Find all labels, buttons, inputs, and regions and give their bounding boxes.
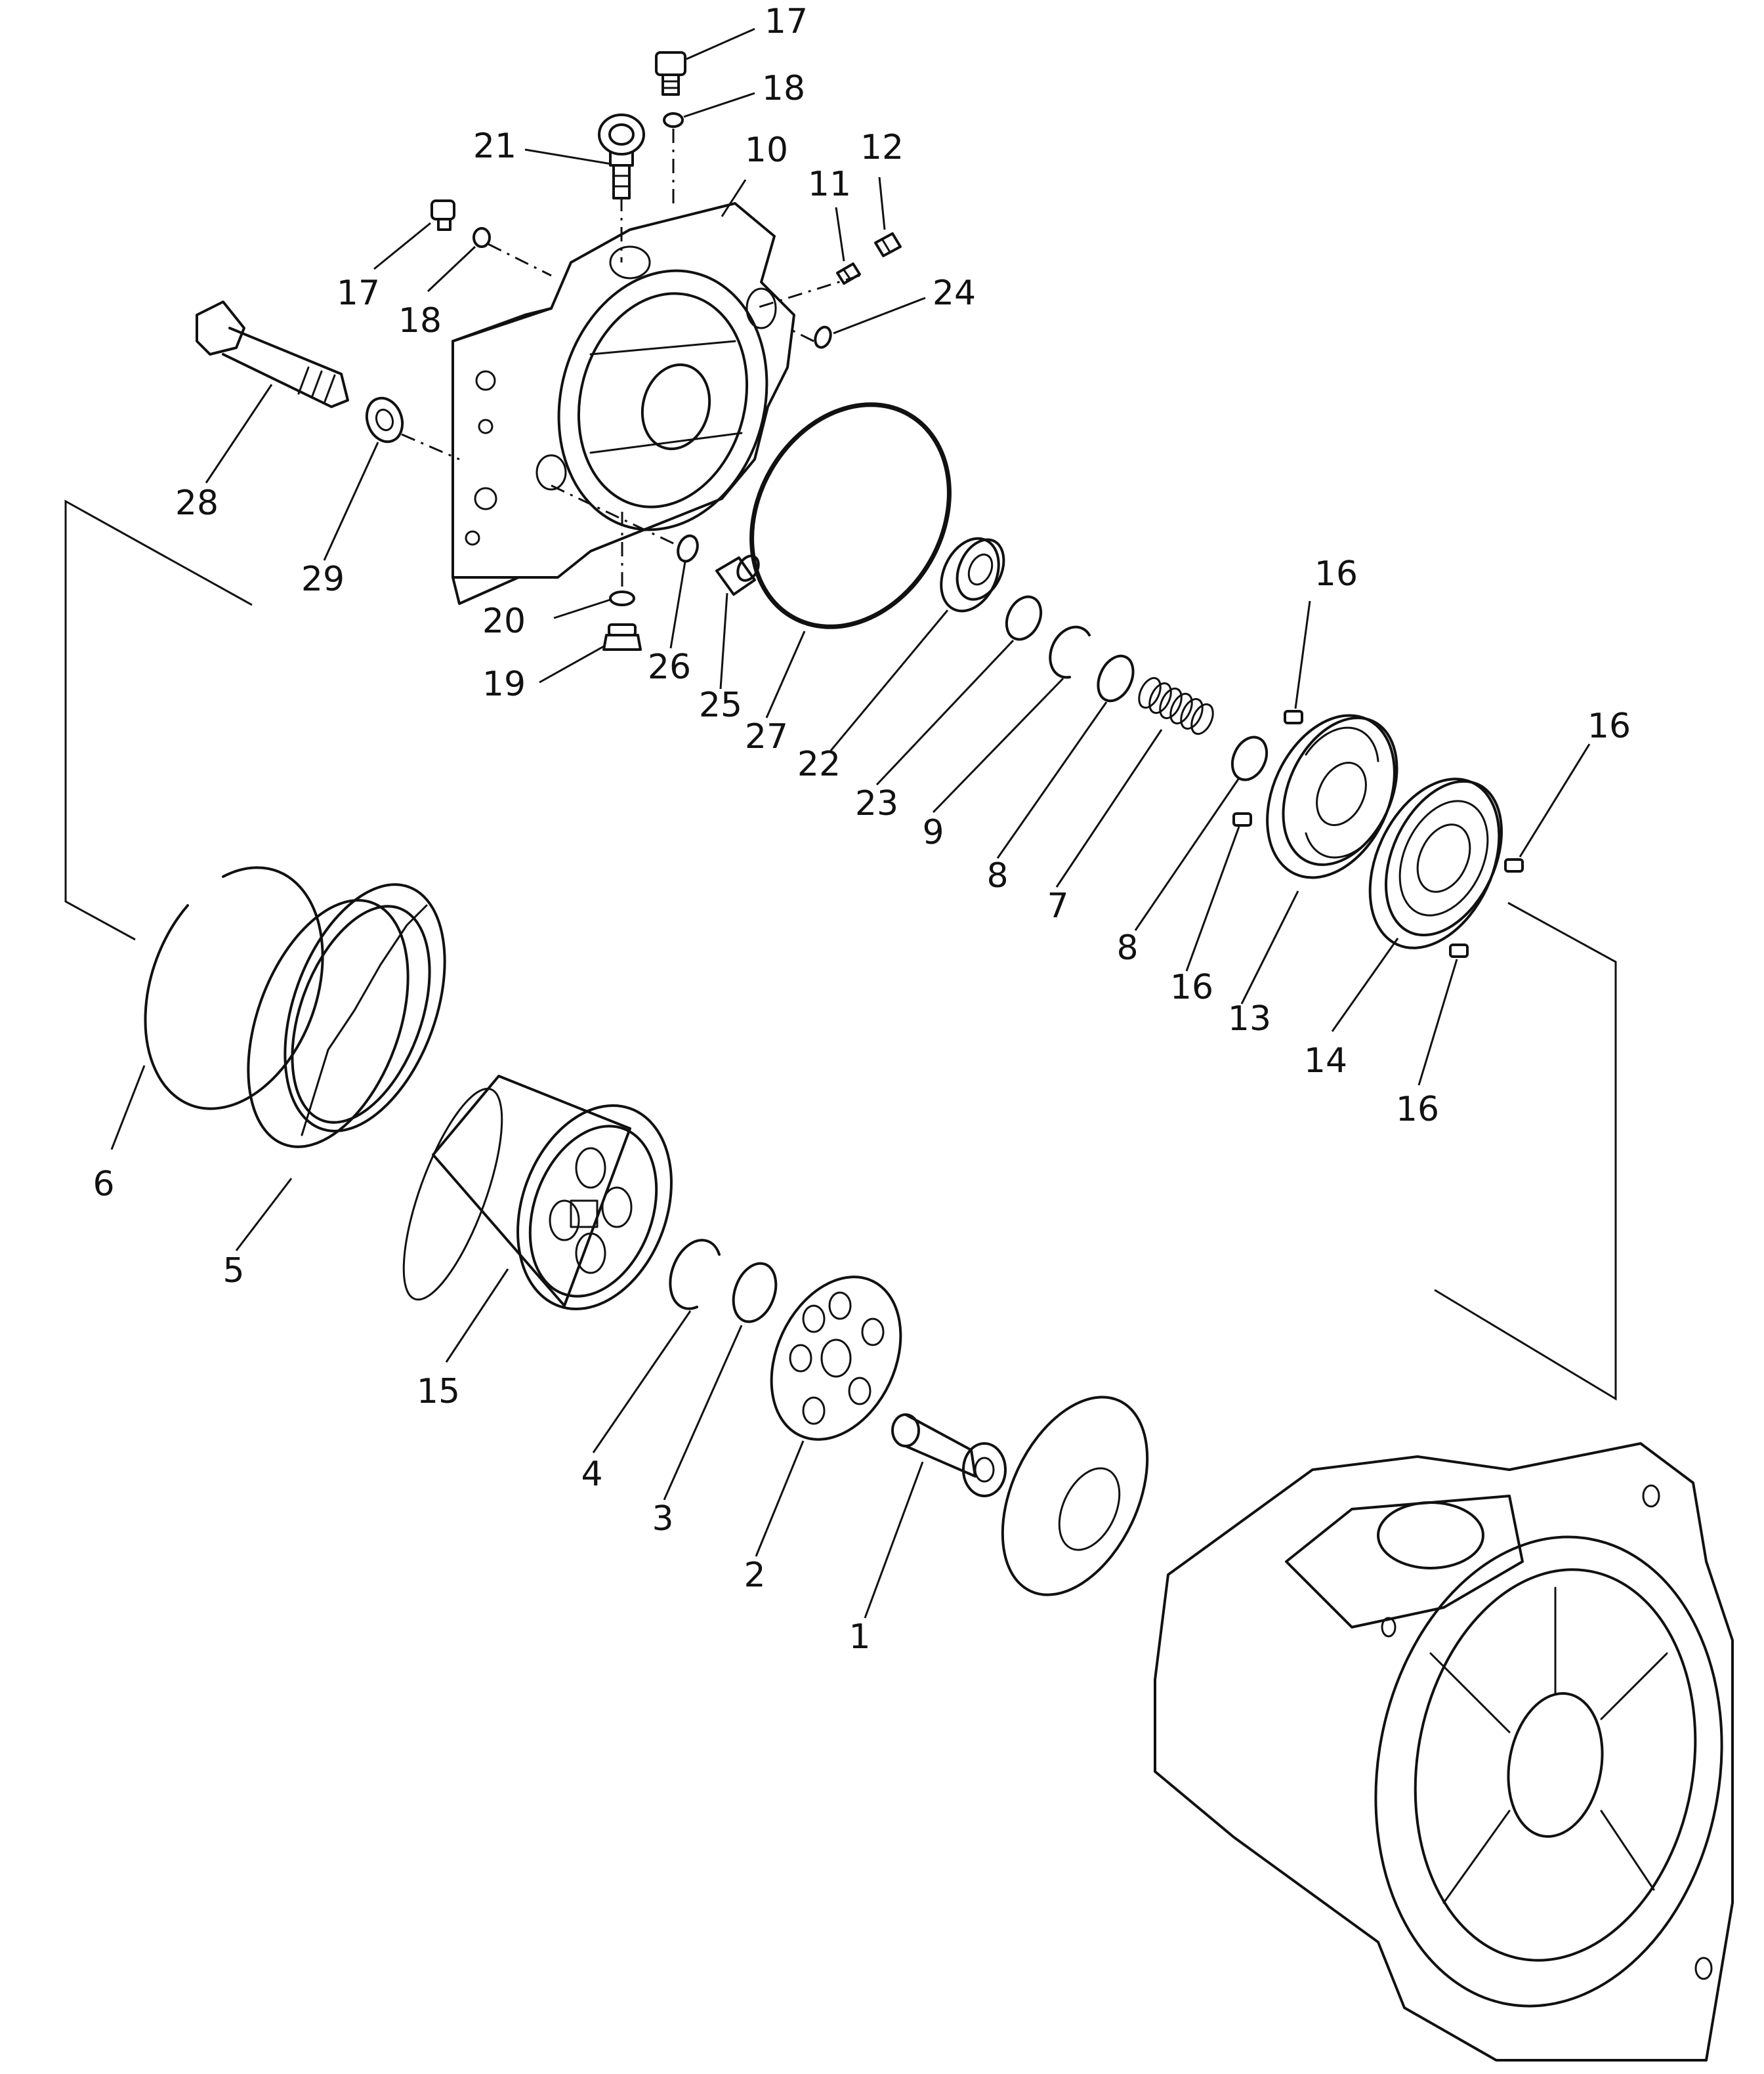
callout-20: 20 bbox=[482, 602, 526, 641]
callout-22: 22 bbox=[797, 745, 841, 784]
callout-15: 15 bbox=[417, 1372, 460, 1411]
callout-16: 16 bbox=[1170, 968, 1213, 1007]
callout-19: 19 bbox=[482, 665, 526, 704]
part-13-valve-plate bbox=[1266, 714, 1398, 879]
part-9-snap-ring bbox=[1049, 625, 1091, 679]
callout-16: 16 bbox=[1587, 707, 1631, 746]
callout-labels: 17 18 21 10 11 12 17 18 24 28 29 20 19 2… bbox=[93, 2, 1631, 1657]
callout-17: 17 bbox=[765, 2, 808, 41]
part-26-oring bbox=[677, 534, 699, 563]
swash-washer bbox=[1001, 1396, 1149, 1596]
callout-12: 12 bbox=[860, 128, 904, 167]
part-18-oring-top bbox=[663, 112, 684, 128]
callout-2: 2 bbox=[744, 1556, 765, 1595]
part-10-housing bbox=[452, 202, 795, 605]
callout-23: 23 bbox=[855, 784, 898, 823]
callout-13: 13 bbox=[1228, 999, 1271, 1039]
center-lines bbox=[401, 129, 860, 591]
callout-28: 28 bbox=[175, 484, 219, 523]
part-16-pin-1 bbox=[1284, 710, 1303, 724]
callout-26: 26 bbox=[648, 648, 691, 687]
part-16-pin-2 bbox=[1232, 812, 1252, 827]
part-14-plate bbox=[1368, 778, 1503, 949]
assembly-bracket-right bbox=[1434, 902, 1617, 1401]
callout-24: 24 bbox=[933, 274, 976, 313]
leader-lines bbox=[110, 28, 1591, 1619]
callout-14: 14 bbox=[1304, 1041, 1347, 1081]
callout-29: 29 bbox=[301, 560, 345, 599]
part-2-retainer-plate bbox=[770, 1276, 902, 1441]
part-6-snap-ring bbox=[144, 866, 324, 1110]
callout-18: 18 bbox=[762, 69, 805, 108]
part-27-large-oring bbox=[749, 402, 952, 629]
part-28-bolt bbox=[196, 301, 349, 408]
part-1-guide-shaft bbox=[891, 1413, 1007, 1497]
part-17-plug-top bbox=[655, 51, 686, 96]
part-11-plug bbox=[836, 262, 861, 285]
part-17-plug-left bbox=[430, 199, 455, 231]
part-5-roller-bearing bbox=[247, 883, 446, 1148]
part-29-washer bbox=[365, 396, 404, 444]
callout-7: 7 bbox=[1047, 886, 1068, 926]
callout-1: 1 bbox=[849, 1617, 870, 1657]
callout-17: 17 bbox=[337, 274, 380, 313]
callout-3: 3 bbox=[652, 1499, 673, 1539]
part-24-oring bbox=[814, 325, 832, 349]
callout-16: 16 bbox=[1314, 554, 1358, 594]
part-drawings bbox=[64, 51, 1734, 2062]
callout-18: 18 bbox=[398, 301, 442, 341]
callout-8: 8 bbox=[986, 856, 1008, 896]
part-8-ring-upper bbox=[1097, 654, 1135, 703]
part-22-bearing bbox=[940, 537, 1005, 613]
part-20-oring bbox=[609, 591, 635, 606]
part-12-plug bbox=[874, 232, 902, 257]
callout-6: 6 bbox=[93, 1165, 114, 1204]
callout-8: 8 bbox=[1116, 928, 1138, 968]
part-15-cylinder-block bbox=[402, 1075, 673, 1310]
part-21-eye-bolt bbox=[598, 114, 645, 199]
callout-5: 5 bbox=[222, 1251, 244, 1291]
part-19-plug bbox=[602, 623, 642, 651]
callout-11: 11 bbox=[808, 165, 851, 204]
callout-10: 10 bbox=[745, 131, 788, 170]
part-3-ring bbox=[732, 1262, 778, 1323]
callout-4: 4 bbox=[581, 1455, 602, 1494]
part-23-ring bbox=[1005, 595, 1043, 641]
part-7-spring bbox=[1138, 676, 1214, 736]
callout-9: 9 bbox=[922, 813, 944, 852]
part-16-pin-4 bbox=[1449, 944, 1469, 958]
callout-25: 25 bbox=[699, 686, 742, 725]
part-8-ring-lower bbox=[1230, 736, 1269, 781]
pump-case bbox=[1154, 1442, 1734, 2062]
part-18-oring-left bbox=[472, 227, 491, 248]
callout-16: 16 bbox=[1396, 1090, 1439, 1129]
callout-21: 21 bbox=[473, 127, 516, 166]
callout-27: 27 bbox=[745, 717, 788, 757]
part-16-pin-3 bbox=[1504, 858, 1524, 873]
part-4-snap-ring bbox=[669, 1239, 721, 1310]
assembly-bracket-left bbox=[64, 499, 253, 941]
